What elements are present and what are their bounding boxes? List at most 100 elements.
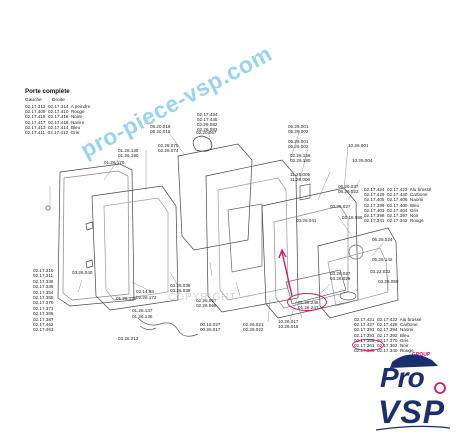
- part-label-l50: 03.26.027: [330, 271, 351, 276]
- part-label-l15: 05.26.001: [288, 139, 309, 144]
- part-label-l33: 03.26.038: [170, 288, 191, 293]
- right-bottom-row: 02.17.393 02.17.394 Naomi: [354, 327, 414, 333]
- left-code-row: 02.17.371: [33, 305, 54, 311]
- header-right-column: Droite: [52, 98, 65, 103]
- logo-car-icon: [375, 354, 451, 431]
- left-code-row: 02.17.370: [33, 300, 54, 306]
- right-bottom-row: 02.17.391 02.17.392 Bleu: [354, 332, 410, 338]
- part-label-l34: 02.26.067: [196, 298, 217, 303]
- part-label-l4: 02.26.083: [197, 127, 218, 132]
- left-code-row: 02.17.310: [33, 268, 54, 273]
- door-handle: [339, 291, 357, 301]
- color-row: 02.17.409 02.17.410 Rouge: [25, 109, 85, 115]
- part-label-l6: 05.20.015: [150, 129, 171, 134]
- diagram-title: Porte complète: [25, 88, 70, 95]
- left-code-row: 02.17.339: [33, 284, 54, 290]
- part-label-l11: 01.26.190: [118, 153, 139, 158]
- door-skin-panel: [57, 163, 135, 307]
- part-label-l36: 01.26.125: [116, 296, 137, 301]
- left-code-row: 02.17.462: [33, 322, 54, 328]
- speaker: [348, 244, 364, 260]
- side-mirror: [192, 135, 213, 152]
- color-row: 02.17.411 02.17.412 Gris: [25, 130, 80, 136]
- part-label-l26: 03.18.086: [342, 215, 363, 220]
- part-label-l40: 01.26.136: [132, 314, 153, 319]
- part-label-l35: 02.26.068: [196, 303, 217, 308]
- hinge-left: [85, 221, 94, 231]
- logo-group-text: GROUP: [412, 352, 431, 358]
- logo-vsp-text: VSP: [378, 394, 446, 430]
- color-row: 02.17.313 02.17.314 A peindre: [25, 104, 91, 109]
- grommet: [45, 205, 51, 211]
- right-top-row: 02.17.399 02.17.400 Bleu: [364, 202, 420, 208]
- right-top-row: 02.17.403 02.17.404 Gris: [364, 207, 419, 213]
- header-left-column: Gauche: [25, 98, 42, 103]
- highlight-circle-secondary: [352, 339, 384, 351]
- window-glass: [177, 143, 253, 251]
- part-label-l13: 05.26.001: [288, 124, 309, 129]
- part-label-l24: 06.26.022: [338, 189, 359, 194]
- part-label-l20: 10.26.004: [352, 158, 373, 163]
- right-bottom-row: 02.17.427 02.17.428 Carbone: [354, 322, 418, 328]
- part-label-l47: 02.26.021: [243, 322, 264, 327]
- left-code-row: 02.17.354: [33, 289, 54, 295]
- part-label-l12: 01.26.170: [104, 160, 125, 165]
- part-label-l43: 10.26.017: [278, 319, 299, 324]
- highlight-arrow: [281, 251, 293, 297]
- part-label-l38: 02.26.172: [136, 295, 157, 300]
- left-code-row: 02.17.386: [33, 311, 54, 317]
- right-top-row: 02.17.341 02.17.342 Rouge: [364, 218, 424, 224]
- part-label-l52: 03.26.041: [296, 218, 317, 223]
- part-label-l17: 10.26.001: [348, 143, 369, 148]
- part-label-l18: 02.26.159: [290, 153, 311, 158]
- part-label-l30: 03.26.055: [378, 279, 399, 284]
- wiring-harness: [137, 317, 199, 337]
- part-label-l49: 03.26.012: [118, 336, 139, 341]
- part-label-l31: 03.26.040: [72, 270, 93, 275]
- part-label-l22: 11.26.006: [290, 177, 311, 182]
- part-label-l28: 05.26.142: [372, 257, 393, 262]
- left-code-row: 02.17.387: [33, 316, 54, 322]
- left-code-row: 02.17.336: [33, 278, 54, 284]
- right-bottom-row: 02.17.421 02.17.422 Alu brossé: [354, 317, 422, 322]
- part-label-l14: 05.26.002: [288, 129, 309, 134]
- part-label-l37: 02.14.63: [136, 289, 154, 294]
- left-code-row: 02.17.355: [33, 295, 54, 301]
- logo-pro-text: Pro: [380, 362, 425, 393]
- part-label-l45: 00.16.027: [200, 322, 221, 327]
- window-regulator: [227, 203, 263, 273]
- color-row: 02.17.417 02.17.418 Navire: [25, 119, 85, 125]
- part-label-l7: 02.20.067: [196, 130, 217, 135]
- highlight-circle-main: [287, 293, 327, 311]
- part-label-l41: 01.26.246: [298, 300, 319, 305]
- part-label-l2: 02.17.435: [197, 117, 218, 122]
- copyright-watermark: COPYRIGHT: [168, 292, 237, 303]
- part-label-l23: 06.26.037: [338, 184, 359, 189]
- highlight-arrowhead: [278, 248, 287, 259]
- part-label-l16: 05.26.002: [288, 144, 309, 149]
- part-label-l9: 02.26.074: [158, 148, 179, 153]
- color-row: 02.17.415 02.17.416 Noire: [25, 114, 82, 120]
- part-label-l19: 02.26.180: [290, 158, 311, 163]
- part-label-l10: 01.26.135: [118, 148, 139, 153]
- provsp-logo: GROUP Pro VSP: [362, 344, 462, 434]
- part-label-l32: 03.26.039: [170, 283, 191, 288]
- door-inner-frame: [91, 185, 179, 311]
- part-label-l48: 02.26.022: [243, 327, 264, 332]
- part-label-l5: 05.20.018: [150, 124, 171, 129]
- left-code-row: 02.17.311: [33, 273, 54, 279]
- left-code-row: 02.17.463: [33, 327, 54, 333]
- right-top-row: 02.17.398 02.17.397 Noir: [364, 213, 419, 219]
- part-label-l46: 00.26.017: [200, 327, 221, 332]
- part-label-l44: 10.26.018: [278, 324, 299, 329]
- part-label-l29: 03.22.032: [370, 269, 391, 274]
- part-label-l3: 02.26.082: [197, 122, 218, 127]
- hinge-left-2: [85, 259, 94, 269]
- part-label-l51: 03.26.028: [330, 276, 351, 281]
- part-label-l42: 01.26.247: [298, 305, 319, 310]
- part-label-l1: 02.17.434: [197, 112, 218, 117]
